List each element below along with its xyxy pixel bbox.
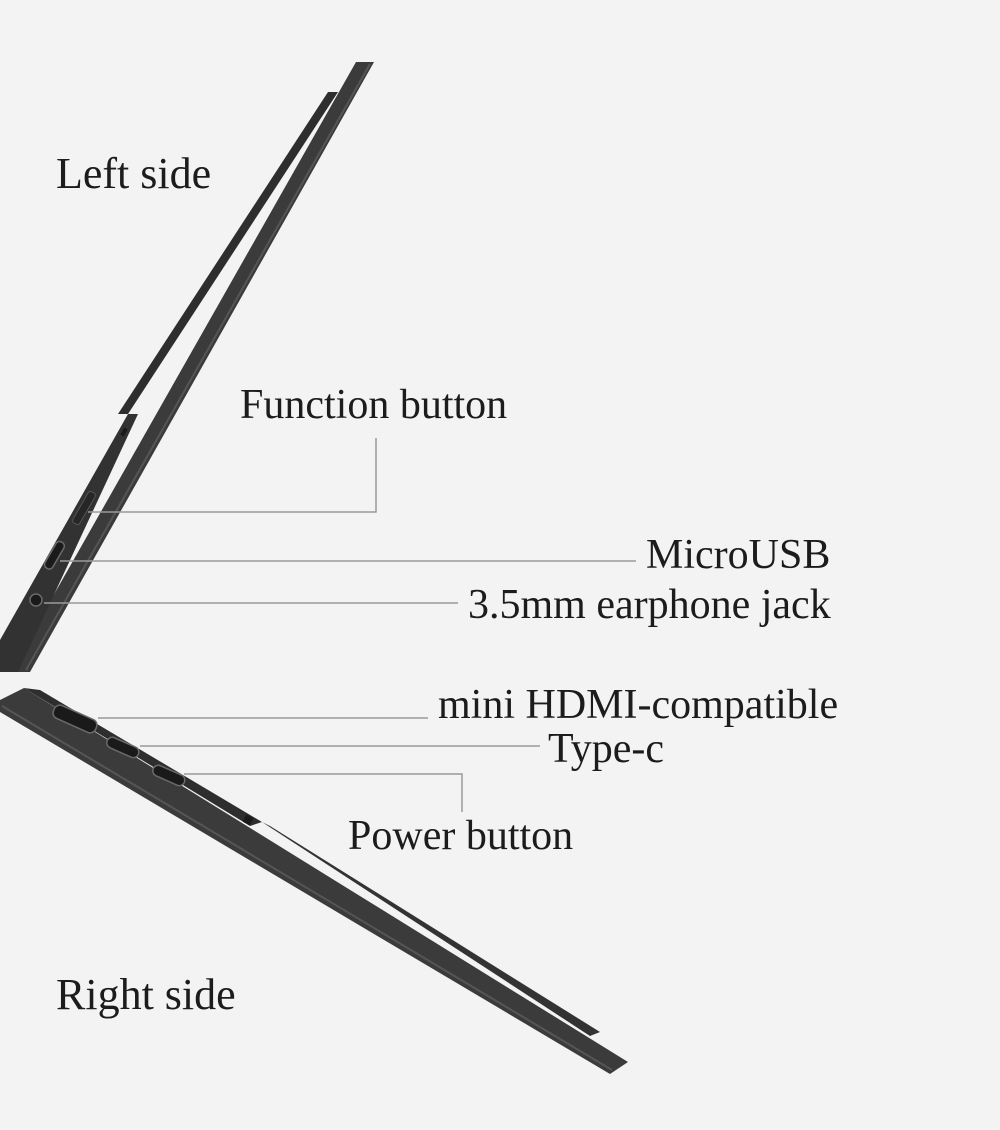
right-edge-highlight [1, 705, 613, 1071]
function-button-leader [88, 438, 377, 513]
type-c-label: Type-c [548, 726, 664, 772]
function-button-label: Function button [240, 382, 508, 428]
mini-hdmi-port [52, 704, 98, 734]
left-edge-body [10, 62, 374, 672]
left-edge-port-housing [0, 414, 138, 672]
right-edge-rail [262, 822, 600, 1036]
type-c-port-1 [106, 736, 140, 759]
type-c-port-2 [152, 764, 186, 787]
micro-usb-port [43, 540, 66, 570]
mini-hdmi-label: mini HDMI-compatible [438, 682, 839, 728]
power-button-shape [242, 814, 254, 826]
right-edge-body [0, 688, 628, 1074]
reset-hole [120, 427, 128, 437]
left-edge-highlight [25, 63, 371, 671]
power-button-label: Power button [348, 813, 574, 859]
right-side-device-edge [0, 688, 628, 1074]
left-edge-rail [118, 92, 338, 414]
left-side-label: Left side [56, 149, 212, 198]
earphone-jack-label: 3.5mm earphone jack [468, 582, 831, 628]
micro-usb-label: MicroUSB [646, 532, 831, 578]
left-side-device-edge [0, 62, 374, 672]
leader-lines [44, 438, 636, 812]
power-button-leader [184, 773, 463, 812]
function-button-shape [72, 491, 96, 525]
earphone-jack-port [29, 593, 43, 607]
right-side-label: Right side [56, 970, 236, 1019]
